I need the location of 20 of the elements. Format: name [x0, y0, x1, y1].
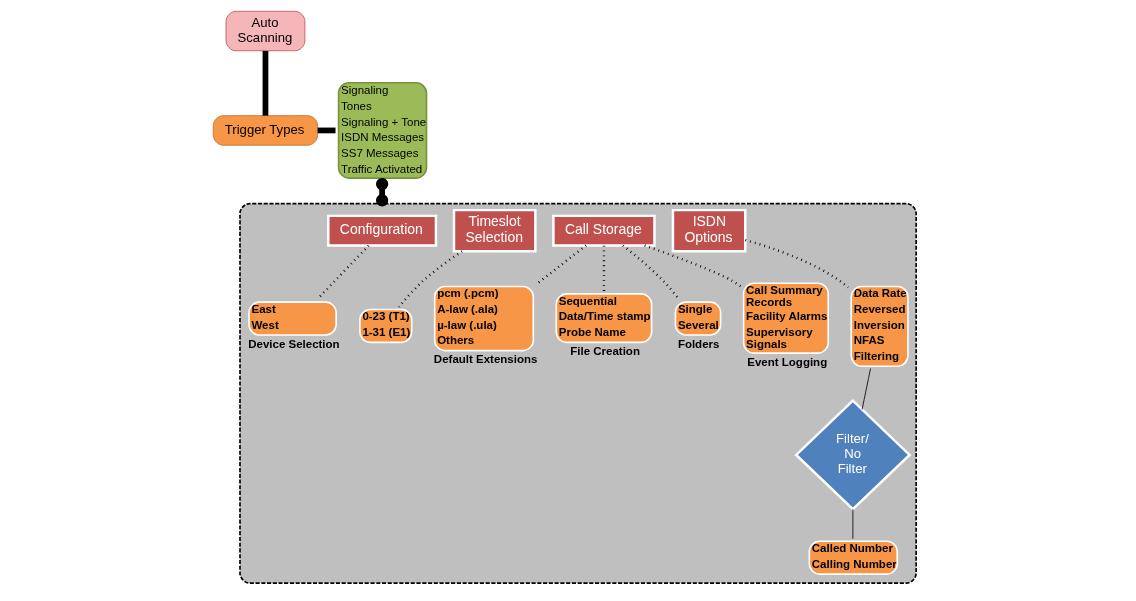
node-box: Trigger Types — [212, 115, 319, 146]
node-box: Configuration — [327, 214, 438, 247]
connector — [861, 368, 871, 410]
node-diamond: Filter/ No Filter — [794, 399, 912, 511]
node-label: Default Extensions — [433, 353, 538, 366]
node-label: Device Selection — [248, 337, 340, 350]
connector — [262, 50, 269, 116]
node-box: Timeslot Selection — [452, 208, 537, 253]
node-label: Event Logging — [747, 355, 828, 368]
node-box: Auto Scanning — [225, 10, 306, 52]
connector — [745, 238, 849, 289]
node-box: ISDN Options — [671, 208, 747, 253]
node-label: Folders — [677, 337, 720, 350]
cluster — [239, 202, 917, 584]
connector — [316, 244, 370, 300]
connector — [644, 244, 742, 288]
node-label: File Creation — [570, 344, 640, 357]
node-box: Call Storage — [552, 214, 656, 247]
connector — [535, 244, 587, 286]
connector — [375, 177, 389, 207]
